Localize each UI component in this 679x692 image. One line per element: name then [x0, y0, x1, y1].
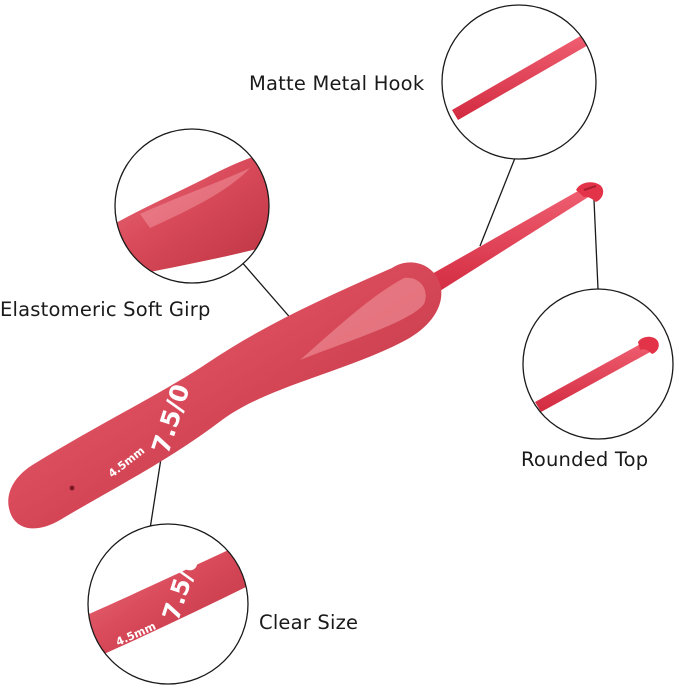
hook-shaft: [416, 187, 590, 296]
callout-label-top: Rounded Top: [521, 448, 649, 471]
connector-hook: [479, 157, 516, 247]
zoom-grip-body: [115, 148, 269, 280]
callout-label-grip: Elastomeric Soft Girp: [0, 298, 211, 321]
connector-size: [149, 451, 163, 530]
zoom-top-head: [638, 336, 659, 354]
hook-throat: [583, 185, 597, 191]
zoom-circle-size: 7.5/0 4.5mm: [87, 523, 249, 685]
zoom-size-grip: [88, 540, 248, 664]
zoom-top-shaft: [535, 341, 652, 412]
crochet-hook: 7.5/0 4.5mm: [8, 182, 604, 529]
connector-top: [593, 199, 599, 290]
zoom-grip-highlight: [140, 168, 250, 228]
callout-label-size: Clear Size: [259, 611, 359, 634]
callout-label-hook: Matte Metal Hook: [249, 72, 425, 95]
grip-highlight: [300, 277, 426, 360]
hook-grip: [8, 262, 442, 529]
zoom-circle-top: [522, 288, 674, 440]
grip-hole: [69, 485, 75, 491]
zoom-hook-shaft: [452, 34, 590, 120]
zoom-circle-grip: [114, 128, 270, 284]
zoom-circle-hook: [441, 4, 597, 160]
hook-head: [576, 182, 604, 202]
